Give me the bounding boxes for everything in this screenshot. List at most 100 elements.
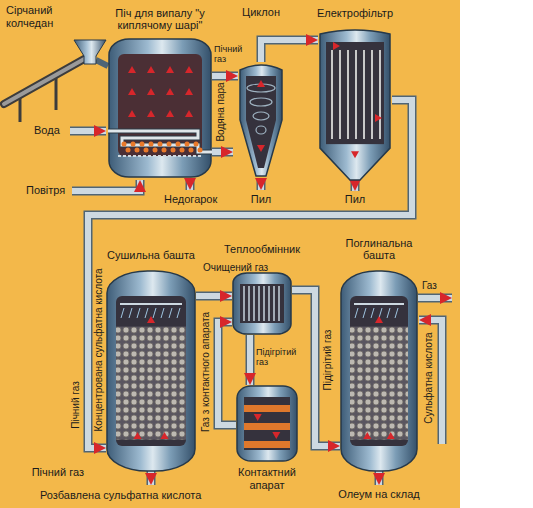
stream-label: Повітря — [26, 184, 65, 197]
pipe — [419, 320, 442, 444]
circle-part — [135, 148, 140, 153]
pipe — [72, 180, 140, 191]
caption-holder: Електрофільтр — [305, 7, 405, 20]
line-part — [248, 286, 250, 321]
label-holder: Сульфатна кислота — [423, 332, 435, 423]
rect-part — [244, 441, 290, 448]
pipe-connector — [261, 40, 318, 62]
pipe-connector — [196, 296, 232, 297]
equipment-name: Контактний апарат — [227, 466, 307, 491]
caption-holder: Поглинальна башта — [334, 237, 424, 262]
pipe — [352, 180, 358, 191]
circle-part — [185, 142, 190, 147]
circle-part — [189, 148, 194, 153]
pipe-label: Підігрітий газ — [322, 330, 334, 391]
line-part — [339, 50, 341, 139]
line-part — [278, 286, 280, 321]
rect-part — [341, 271, 417, 471]
pipe — [257, 178, 266, 190]
rect-part — [109, 39, 211, 177]
pipe — [212, 149, 233, 155]
pipe-connector — [218, 322, 236, 425]
equipment-drawing — [341, 271, 417, 471]
pipe-wall — [196, 292, 232, 301]
flow-arrow — [128, 66, 136, 73]
pipe — [70, 128, 106, 134]
line-part — [363, 308, 366, 318]
stream-label: Пил — [251, 193, 271, 206]
circle-part — [176, 142, 181, 147]
pipe-label: Пічний газ — [70, 381, 82, 429]
equipment-name: Теплообмінник — [212, 243, 312, 256]
circle-part — [122, 142, 127, 147]
equipment-node: Циклон — [238, 62, 284, 178]
label-holder: Олеум на склад — [338, 488, 419, 501]
stream-label: Сульфатна кислота — [423, 332, 435, 423]
pipe-connector — [250, 335, 251, 385]
line-part — [331, 50, 333, 139]
path-part — [108, 131, 212, 152]
flow-arrow — [363, 432, 371, 439]
caption-holder: Контактний апарат — [227, 466, 307, 491]
equipment-name: Сушильна башта — [106, 249, 196, 262]
pipe — [418, 294, 452, 303]
line-part — [395, 308, 398, 318]
rect-part — [244, 405, 290, 412]
flow-arrow — [375, 316, 383, 323]
pipe-label: Підігрітий газ — [256, 347, 308, 368]
circle-part — [171, 148, 176, 153]
flow-arrow — [375, 114, 382, 122]
ellipse-part — [253, 112, 269, 120]
rect-part — [350, 327, 408, 440]
line-part — [354, 303, 404, 305]
pipe-wall — [246, 335, 255, 385]
equipment-name: Електрофільтр — [305, 7, 405, 20]
pipe-label-holder: Пічний газ — [70, 381, 82, 429]
flow-arrow — [166, 110, 174, 117]
flow-arrow — [147, 316, 155, 323]
line-part — [379, 50, 381, 139]
label-holder: Пічний газ — [32, 466, 84, 479]
label-holder: Водяна пара — [215, 82, 227, 141]
stream-label: Недогарок — [164, 193, 217, 206]
pipe — [186, 178, 195, 190]
conveyor-belt — [4, 58, 86, 104]
pipe — [187, 178, 193, 190]
circle-part — [167, 142, 172, 147]
flow-arrow — [387, 432, 395, 439]
flow-arrow — [272, 432, 280, 439]
line-part — [355, 50, 357, 139]
label-holder: Пил — [345, 193, 365, 206]
circle-part — [198, 148, 203, 153]
pipe-label: Пічний газ — [214, 44, 254, 65]
flow-arrow — [134, 432, 142, 439]
circle-part — [153, 148, 158, 153]
line-part — [145, 308, 148, 318]
pipe-wall — [218, 322, 236, 425]
caption-holder: Сушильна башта — [106, 249, 196, 262]
ellipse-part — [256, 126, 266, 134]
equipment-outline — [108, 38, 212, 178]
equipment-node: Поглинальна башта — [340, 270, 418, 472]
rect-part — [350, 296, 408, 446]
equipment-drawing — [108, 39, 212, 177]
flow-arrow — [147, 66, 155, 73]
pipe — [147, 470, 156, 485]
label-holder: Сірчаний колчедан — [6, 4, 84, 29]
pipe-label-holder: Пічний газ — [214, 44, 254, 65]
equipment-node: Контактний апарат — [236, 385, 298, 462]
stream-label: Вода — [34, 124, 60, 137]
pipe-wall — [292, 290, 340, 446]
pipe — [376, 470, 382, 485]
flow-arrow — [333, 42, 340, 50]
flow-arrow — [257, 145, 265, 152]
background — [0, 0, 460, 508]
caption-holder: Теплообмінник — [212, 243, 312, 256]
stream-label: Розбавлена сульфатна кислота — [40, 489, 201, 502]
stream-label: Сірчаний колчедан — [6, 4, 84, 29]
circle-part — [180, 148, 185, 153]
pipe-connector — [212, 76, 238, 77]
hopper-chute — [96, 60, 108, 66]
rect-part — [116, 296, 186, 446]
